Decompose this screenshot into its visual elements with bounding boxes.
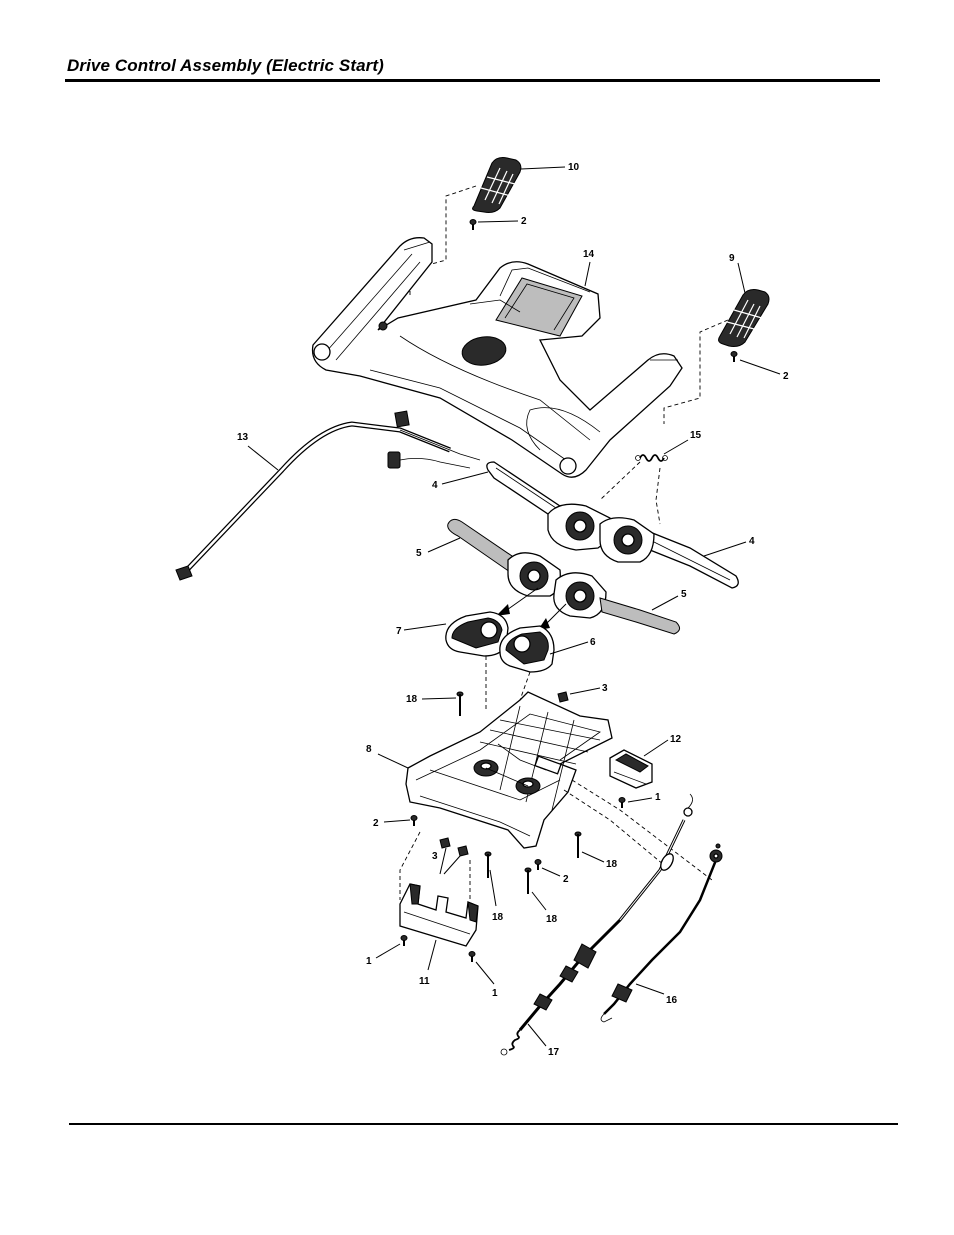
part-5-drive-handle xyxy=(447,518,680,635)
callout-14: 14 xyxy=(583,249,595,260)
callout-6: 6 xyxy=(590,637,596,648)
callout-5-left: 5 xyxy=(416,548,422,559)
callout-8: 8 xyxy=(366,744,372,755)
part-10-grip-pad xyxy=(472,157,522,213)
callout-5-right: 5 xyxy=(681,589,687,600)
header-rule xyxy=(65,79,880,82)
page-title: Drive Control Assembly (Electric Start) xyxy=(67,56,384,75)
part-9-grip-pad xyxy=(718,289,770,347)
part-18-bolt-c xyxy=(574,831,582,858)
callout-13: 13 xyxy=(237,432,249,443)
part-1-screw-low xyxy=(468,951,476,962)
callout-18-top: 18 xyxy=(406,694,418,705)
callout-18-a: 18 xyxy=(492,912,504,923)
part-3-clips-left xyxy=(439,837,469,857)
part-12-cable-bracket xyxy=(609,749,653,789)
part-7-cam-plate xyxy=(445,611,509,657)
part-18-bolt-top xyxy=(456,691,464,716)
callout-7: 7 xyxy=(396,626,402,637)
part-16-auger-cable xyxy=(600,843,723,1023)
part-11-cable-guide-bracket xyxy=(399,883,479,947)
part-18-bolt-a xyxy=(484,851,492,878)
callout-2-right: 2 xyxy=(783,371,789,382)
callout-16: 16 xyxy=(666,995,678,1006)
callout-9: 9 xyxy=(729,253,735,264)
part-6-cam-plate xyxy=(499,625,555,673)
part-3-clip-top xyxy=(557,691,569,703)
part-2-screw-mid xyxy=(410,815,418,826)
part-4-control-lever xyxy=(486,461,739,589)
part-2-screw-top xyxy=(469,219,477,230)
callout-11: 11 xyxy=(419,976,430,987)
callout-15: 15 xyxy=(690,430,702,441)
part-17-drive-cable xyxy=(500,793,693,1056)
part-1-screw-right xyxy=(618,797,626,808)
part-8-base-plate xyxy=(405,691,613,849)
callout-1-left: 1 xyxy=(366,956,372,967)
callout-1-right: 1 xyxy=(655,792,661,803)
part-18-bolt-b xyxy=(524,867,532,894)
part-1-screw-left xyxy=(400,935,408,946)
callout-18-b: 18 xyxy=(546,914,558,925)
callout-2-mid: 2 xyxy=(373,818,379,829)
callout-4-right: 4 xyxy=(749,536,755,547)
callout-17: 17 xyxy=(548,1047,560,1058)
callout-1-low: 1 xyxy=(492,988,498,999)
callout-2-low: 2 xyxy=(563,874,569,885)
part-2-screw-low xyxy=(534,859,542,870)
callout-12: 12 xyxy=(670,734,682,745)
callout-4-left: 4 xyxy=(432,480,438,491)
callout-18-c: 18 xyxy=(606,859,618,870)
assembly-arrows xyxy=(496,587,567,630)
part-15-spring xyxy=(635,454,668,462)
part-13-wire-harness xyxy=(175,410,481,581)
callout-10: 10 xyxy=(568,162,580,173)
footer-rule xyxy=(69,1123,898,1125)
callout-2-top: 2 xyxy=(521,216,527,227)
callout-3-top: 3 xyxy=(602,683,608,694)
part-14-console-panel xyxy=(311,237,683,478)
part-2-screw-right xyxy=(730,351,738,362)
callout-3-left: 3 xyxy=(432,851,438,862)
